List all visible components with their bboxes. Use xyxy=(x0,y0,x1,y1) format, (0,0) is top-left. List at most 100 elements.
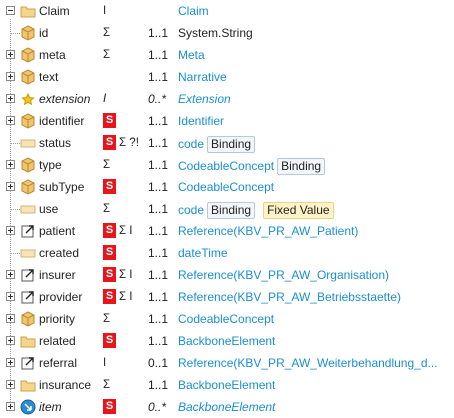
element-name: created xyxy=(39,246,80,260)
element-icon xyxy=(21,113,35,129)
element-flags: Σ xyxy=(103,379,111,391)
element-type[interactable]: Reference(KBV_PR_AW_Weiterbehandlung_d..… xyxy=(178,356,438,370)
element-flags: Σ xyxy=(103,203,111,215)
primitive-icon xyxy=(20,205,36,214)
slice-badge: S xyxy=(103,289,116,304)
element-cardinality: 1..1 xyxy=(148,224,169,238)
element-type[interactable]: dateTime xyxy=(178,246,228,260)
element-flags: Σ xyxy=(103,313,111,325)
tree-guide xyxy=(10,19,11,404)
element-name: subType xyxy=(39,180,85,194)
tree-row-id[interactable]: id Σ 1..1 System.String xyxy=(0,22,454,44)
tree-row-insurance[interactable]: insurance Σ 1..1 BackboneElement xyxy=(0,374,454,396)
binding-tag[interactable]: Binding xyxy=(207,202,256,219)
tree-row-extension[interactable]: extension I 0..* Extension xyxy=(0,88,454,110)
element-name: insurance xyxy=(39,378,92,392)
slice-badge: S xyxy=(103,179,116,194)
element-name: insurer xyxy=(39,268,76,282)
element-type[interactable]: Narrative xyxy=(178,70,227,84)
slice-badge: S xyxy=(103,333,116,348)
element-cardinality: 1..1 xyxy=(148,136,169,150)
element-name: extension xyxy=(39,92,91,106)
collapse-toggle[interactable] xyxy=(6,6,15,15)
element-name: meta xyxy=(39,48,66,62)
element-type[interactable]: CodeableConcept xyxy=(178,312,275,326)
element-type[interactable]: BackboneElement xyxy=(178,400,276,414)
element-type[interactable]: Reference(KBV_PR_AW_Organisation) xyxy=(178,268,390,282)
expand-toggle[interactable] xyxy=(6,160,15,169)
expand-toggle[interactable] xyxy=(6,94,15,103)
expand-toggle[interactable] xyxy=(6,336,15,345)
element-flags: I xyxy=(103,93,107,105)
tree-row-claim[interactable]: Claim I Claim xyxy=(0,0,454,22)
profile-link[interactable]: KBV_PR_AW_Weiterbehandlung_d... xyxy=(237,356,438,370)
element-name: item xyxy=(39,400,62,414)
tree-row-subtype[interactable]: subType S 1..1 CodeableConcept xyxy=(0,176,454,198)
element-type[interactable]: Reference(KBV_PR_AW_Betriebsstaette) xyxy=(178,290,402,304)
element-flags: I xyxy=(103,357,107,369)
element-type[interactable]: Extension xyxy=(178,92,231,106)
expand-toggle[interactable] xyxy=(6,292,15,301)
element-type[interactable]: Claim xyxy=(178,4,209,18)
profile-link[interactable]: KBV_PR_AW_Betriebsstaette xyxy=(237,290,398,304)
element-cardinality: 1..1 xyxy=(148,180,169,194)
tree-row-created[interactable]: created S 1..1 dateTime xyxy=(0,242,454,264)
expand-toggle[interactable] xyxy=(6,50,15,59)
element-type[interactable]: Reference(KBV_PR_AW_Patient) xyxy=(178,224,359,238)
element-type: System.String xyxy=(178,26,253,40)
tree-row-text[interactable]: text 1..1 Narrative xyxy=(0,66,454,88)
expand-toggle[interactable] xyxy=(6,270,15,279)
element-flags: S xyxy=(103,245,119,261)
element-type[interactable]: BackboneElement xyxy=(178,378,276,392)
element-type[interactable]: CodeableConcept xyxy=(178,180,275,194)
expand-toggle[interactable] xyxy=(6,380,15,389)
tree-row-priority[interactable]: priority Σ 1..1 CodeableConcept xyxy=(0,308,454,330)
element-name: related xyxy=(39,334,76,348)
expand-toggle[interactable] xyxy=(6,182,15,191)
reference-icon xyxy=(21,291,34,304)
expand-toggle[interactable] xyxy=(6,116,15,125)
element-type[interactable]: Identifier xyxy=(178,114,225,128)
expand-toggle[interactable] xyxy=(6,402,15,411)
element-cardinality: 0..* xyxy=(148,400,167,414)
element-type[interactable]: BackboneElement xyxy=(178,334,276,348)
element-cardinality: 1..1 xyxy=(148,70,169,84)
tree-row-referral[interactable]: referral I 0..1 Reference(KBV_PR_AW_Weit… xyxy=(0,352,454,374)
element-type[interactable]: Meta xyxy=(178,48,205,62)
expand-toggle[interactable] xyxy=(6,358,15,367)
element-icon xyxy=(21,179,35,195)
element-icon xyxy=(21,69,35,85)
tree-row-meta[interactable]: meta Σ 1..1 Meta xyxy=(0,44,454,66)
element-cardinality: 0..1 xyxy=(148,356,169,370)
element-cardinality: 1..1 xyxy=(148,268,169,282)
expand-toggle[interactable] xyxy=(6,314,15,323)
element-flags: I xyxy=(103,5,107,17)
slice-badge: S xyxy=(103,267,116,282)
expand-toggle[interactable] xyxy=(6,226,15,235)
element-cardinality: 1..1 xyxy=(148,114,169,128)
binding-tag[interactable]: Binding xyxy=(207,136,256,153)
expand-toggle[interactable] xyxy=(6,72,15,81)
tree-row-item[interactable]: item S 0..* BackboneElement xyxy=(0,396,454,418)
primitive-icon xyxy=(20,249,36,258)
backbone-icon xyxy=(20,380,36,392)
element-name: status xyxy=(39,136,72,150)
binding-tag[interactable]: Binding xyxy=(277,158,326,175)
fixed-value-tag[interactable]: Fixed Value xyxy=(263,202,334,219)
profile-link[interactable]: KBV_PR_AW_Patient xyxy=(237,224,355,238)
element-flags: Σ xyxy=(103,159,111,171)
profile-link[interactable]: KBV_PR_AW_Organisation xyxy=(237,268,386,282)
element-cardinality: 1..1 xyxy=(148,158,169,172)
extension-icon xyxy=(21,92,35,106)
tree-row-identifier[interactable]: identifier S 1..1 Identifier xyxy=(0,110,454,132)
tree-row-related[interactable]: related S 1..1 BackboneElement xyxy=(0,330,454,352)
